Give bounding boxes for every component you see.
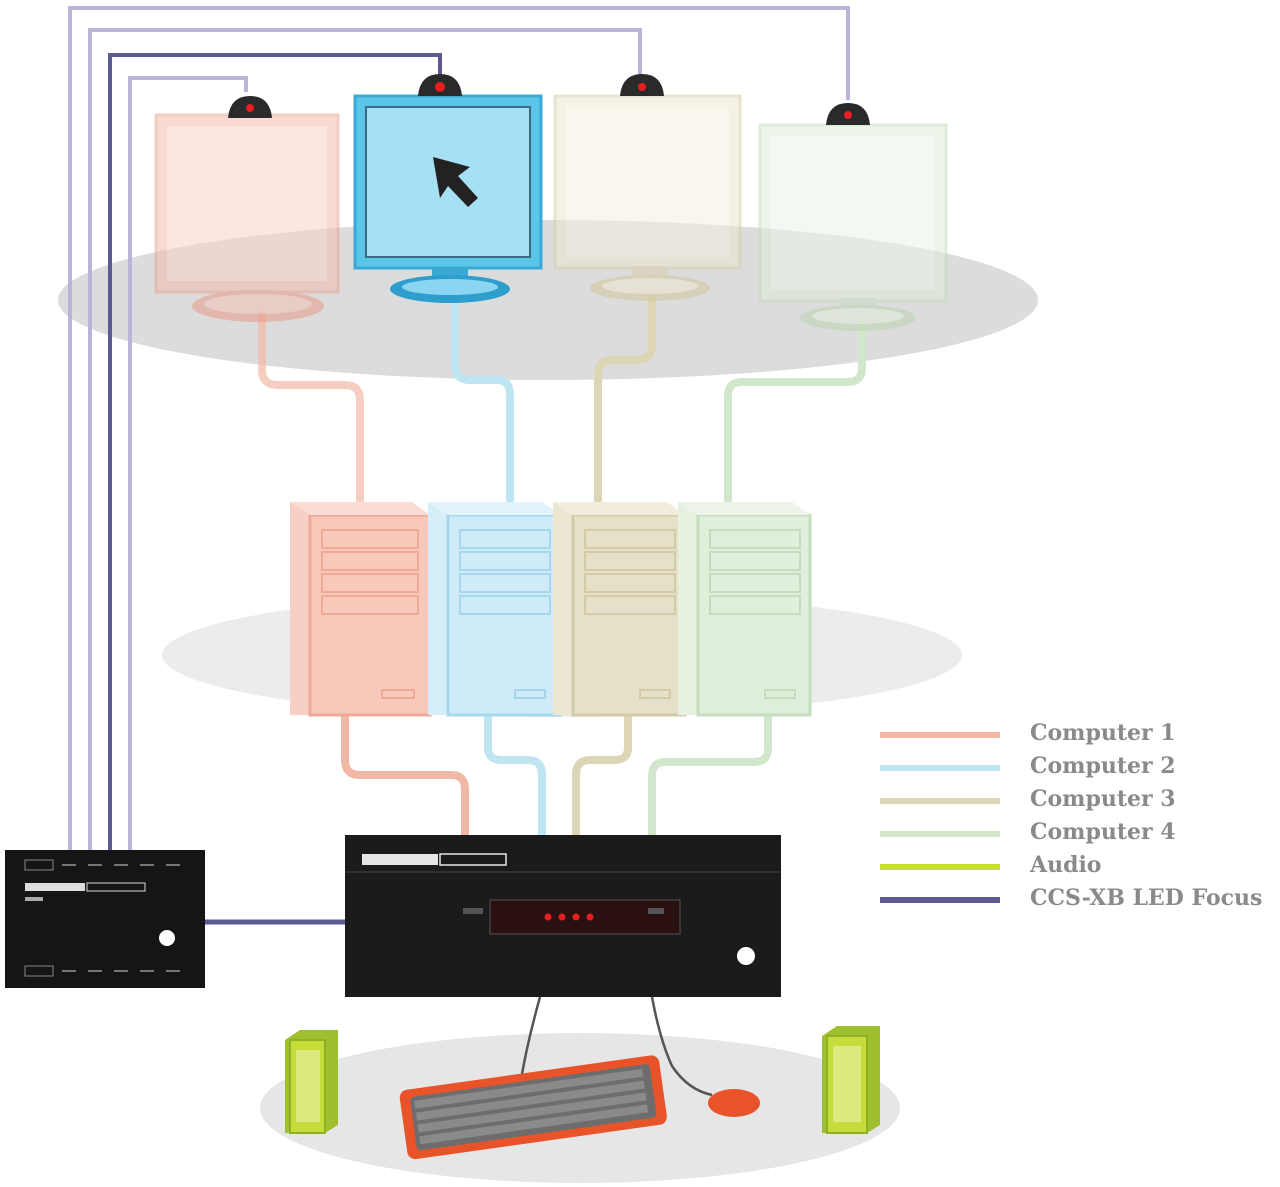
kvm-switch-icon [345, 835, 781, 997]
legend-label: Computer 1 [1030, 720, 1176, 746]
computer-tower-1 [290, 502, 432, 717]
ccs-xb-box-icon [5, 850, 205, 988]
speaker-icon [285, 1030, 338, 1134]
legend-swatch [880, 765, 1000, 771]
speaker-icon [822, 1026, 880, 1134]
computer-tower-4 [678, 502, 812, 717]
legend-label: CCS-XB LED Focus [1030, 885, 1263, 911]
led-sensor-icon [228, 74, 870, 125]
video-cables [258, 294, 866, 504]
monitor-3 [553, 94, 742, 301]
legend-label: Computer 3 [1030, 786, 1176, 812]
legend: Computer 1 Computer 2 Computer 3 Compute… [880, 718, 1280, 916]
legend-swatch [880, 798, 1000, 804]
legend-label: Computer 2 [1030, 753, 1176, 779]
legend-swatch [880, 897, 1000, 903]
mouse-icon [708, 1089, 760, 1117]
led-focus-wires [68, 6, 850, 850]
peripheral-cables [520, 996, 713, 1097]
legend-item-led-focus: CCS-XB LED Focus [880, 883, 1280, 916]
legend-label: Computer 4 [1030, 819, 1176, 845]
legend-item-audio: Audio [880, 850, 1280, 883]
kvm-cables [341, 711, 772, 839]
legend-item-computer-1: Computer 1 [880, 718, 1280, 751]
legend-swatch [880, 864, 1000, 870]
computer-tower-3 [553, 502, 687, 717]
legend-item-computer-2: Computer 2 [880, 751, 1280, 784]
legend-swatch [880, 831, 1000, 837]
cursor-arrow-icon [433, 157, 478, 207]
computer-tower-2 [428, 502, 562, 717]
legend-item-computer-3: Computer 3 [880, 784, 1280, 817]
keyboard-icon [399, 1055, 667, 1160]
legend-label: Audio [1030, 852, 1102, 878]
monitor-2 [353, 94, 543, 303]
monitor-1 [154, 113, 340, 322]
monitor-4 [758, 123, 948, 331]
legend-swatch [880, 732, 1000, 738]
legend-item-computer-4: Computer 4 [880, 817, 1280, 850]
